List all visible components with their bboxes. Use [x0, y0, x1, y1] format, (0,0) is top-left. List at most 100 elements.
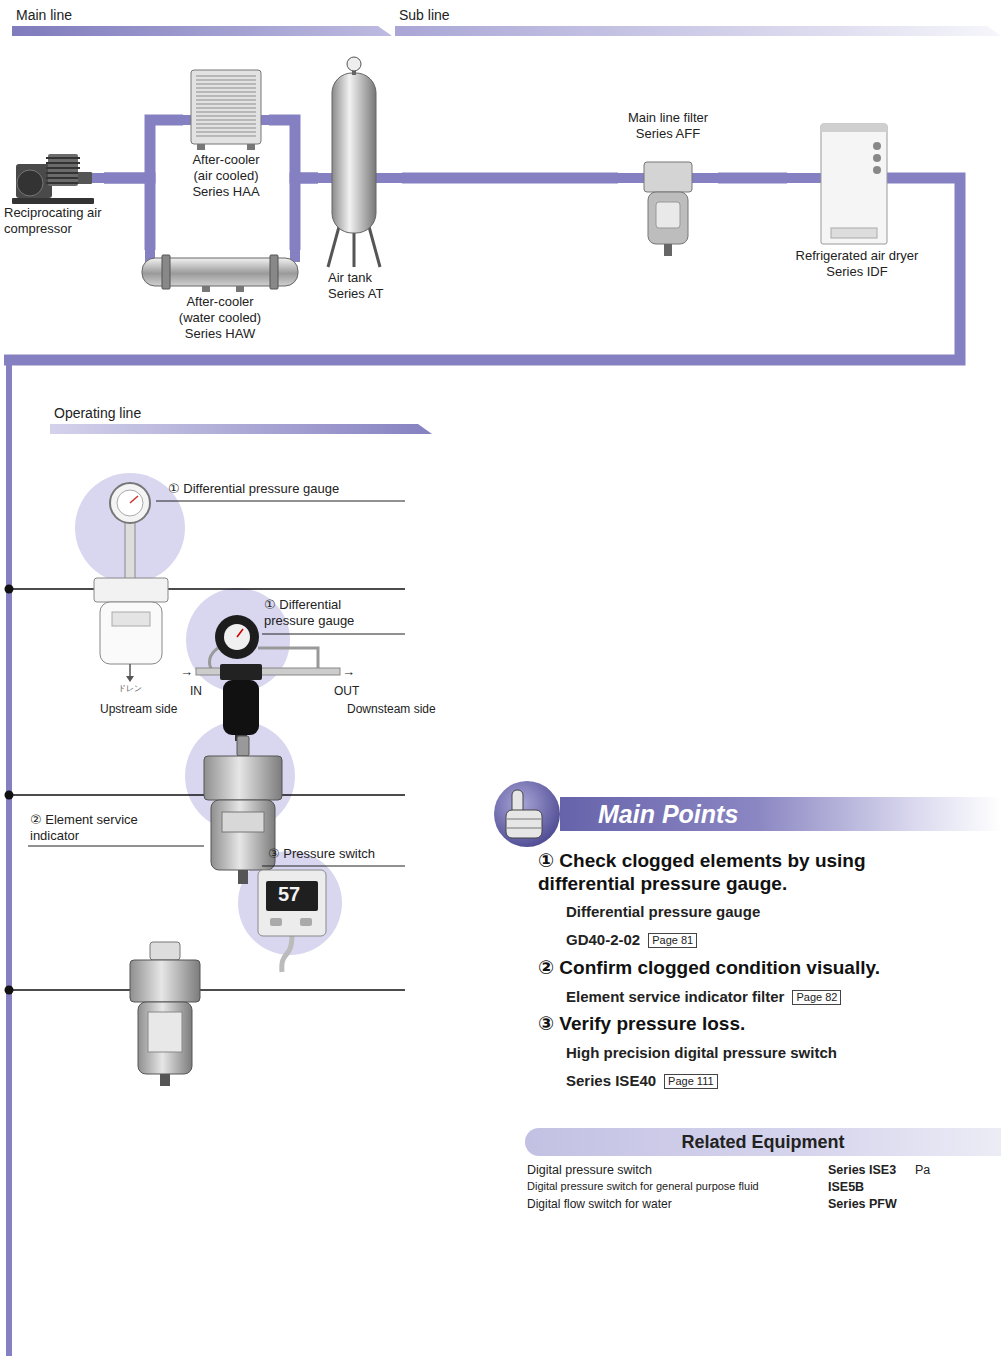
dryer-lamp [873, 154, 881, 162]
page-ref: Page 111 [664, 1074, 717, 1089]
point-heading: ② Confirm clogged condition visually. [538, 957, 1000, 980]
side-label: Downsteam side [347, 702, 436, 716]
pressure-switch [258, 870, 326, 972]
compressor-motor [16, 164, 52, 198]
junction-dot [5, 585, 14, 594]
filter-head [644, 162, 692, 192]
filter-symbol [618, 142, 718, 260]
compressor-fin [46, 182, 80, 184]
compressor-fin [46, 162, 80, 164]
pipe-stub [90, 173, 104, 183]
node-label: Related Equipment [525, 1128, 1001, 1156]
point-heading: ① Check clogged elements by using differ… [538, 850, 938, 896]
cooler-fin [196, 112, 256, 113]
dryer-top [821, 124, 887, 132]
air-cooler-symbol [183, 62, 269, 152]
branch-line [9, 989, 405, 990]
air-pipe [104, 120, 183, 178]
callout-label: ① Differential pressure gauge [264, 597, 389, 628]
line-bar [12, 26, 392, 36]
page-ref: Page 82 [792, 990, 841, 1005]
air-pipe [402, 173, 618, 184]
product-name: High precision digital pressure switch [566, 1044, 837, 1062]
dryer-symbol [787, 120, 927, 248]
cooler-fin [196, 96, 256, 97]
node-label: Reciprocating air compressor [4, 205, 104, 237]
cooler-fin [196, 92, 256, 93]
leader-line [28, 501, 405, 866]
cooler-fin [196, 84, 256, 85]
tank-symbol [318, 55, 402, 270]
callout-label: ③ Pressure switch [268, 846, 375, 862]
highlight-circle [75, 473, 342, 955]
junction-dot [5, 791, 14, 800]
table-cell: Digital pressure switch [527, 1163, 652, 1178]
node-label: Main line filter Series AFF [618, 110, 718, 142]
tank-leg [368, 223, 380, 267]
port-label: OUT [334, 684, 359, 698]
model-number: GD40-2-02 [566, 931, 640, 949]
cooler-fin [196, 100, 256, 101]
air-pipe [104, 178, 150, 250]
line-band: Main line [12, 6, 392, 36]
node-label: After-cooler (air cooled) Series HAA [183, 152, 269, 200]
table-cell: Pa [915, 1163, 930, 1178]
compressor-fin [46, 177, 80, 179]
line-bar [50, 424, 432, 434]
cooler-fin [196, 136, 256, 137]
junction-dot [5, 986, 14, 995]
dryer-grille [831, 228, 877, 238]
after-cooler: After-cooler (air cooled) Series HAA [183, 62, 269, 200]
node-label: After-cooler (water cooled) Series HAW [170, 294, 270, 342]
cooler-foot [247, 144, 255, 150]
compressor-fin [46, 172, 80, 174]
node-label: Operating line [50, 404, 432, 422]
display-digits: 57 [278, 882, 300, 906]
filter-with-gauge [94, 483, 168, 682]
cooler-flange [270, 255, 278, 289]
compressor-fin [46, 157, 80, 159]
cooler-body [191, 70, 261, 144]
air-pipe [295, 178, 318, 250]
band-bar [12, 24, 392, 36]
node-label: Refrigerated air dryer Series IDF [787, 248, 927, 280]
model-number: Series ISE40 [566, 1072, 656, 1090]
table-cell: Series ISE3 [828, 1163, 896, 1178]
tank-gauge [347, 57, 361, 71]
node-label: Page 82 [792, 990, 841, 1005]
highlight-circle [185, 721, 295, 831]
cooler-fin [196, 104, 256, 105]
after-cooler: After-cooler (water cooled) Series HAW [140, 250, 300, 342]
supply-pipe [4, 178, 960, 1356]
node-label: Main line [12, 6, 392, 24]
pipe-stub [374, 173, 402, 183]
table-cell: Digital flow switch for water [527, 1197, 672, 1211]
cooler-fin [196, 128, 256, 129]
band-bar [50, 422, 432, 434]
dryer-lamp [873, 166, 881, 174]
section-band: Related Equipment [525, 1128, 1001, 1156]
node-label: Main Points [560, 797, 1001, 831]
line-band: Sub line [395, 6, 1001, 36]
air-pipe [718, 173, 787, 184]
compressor-head [78, 172, 92, 184]
product-name: Differential pressure gauge [566, 903, 760, 921]
cooler-fin [196, 132, 256, 133]
operating-pipe [6, 355, 12, 1356]
table-cell: Digital pressure switch for general purp… [527, 1180, 759, 1193]
compressor-base [12, 198, 94, 204]
filter-with-indicator [204, 736, 282, 884]
flow-arrow: → [180, 664, 193, 680]
page-ref: Page 81 [648, 933, 697, 948]
water-cooler-symbol [140, 250, 300, 294]
cooler-fin [196, 76, 256, 77]
table-cell: Series PFW [828, 1197, 897, 1212]
filter-drain [664, 244, 672, 256]
tank-leg [328, 223, 340, 267]
line-bar [395, 26, 1001, 36]
filter-bowl [648, 192, 688, 244]
filter-plate [656, 202, 680, 228]
band-bar [395, 24, 1001, 36]
cooler-fin [196, 80, 256, 81]
main-line-filter: Main line filter Series AFF [618, 110, 718, 260]
